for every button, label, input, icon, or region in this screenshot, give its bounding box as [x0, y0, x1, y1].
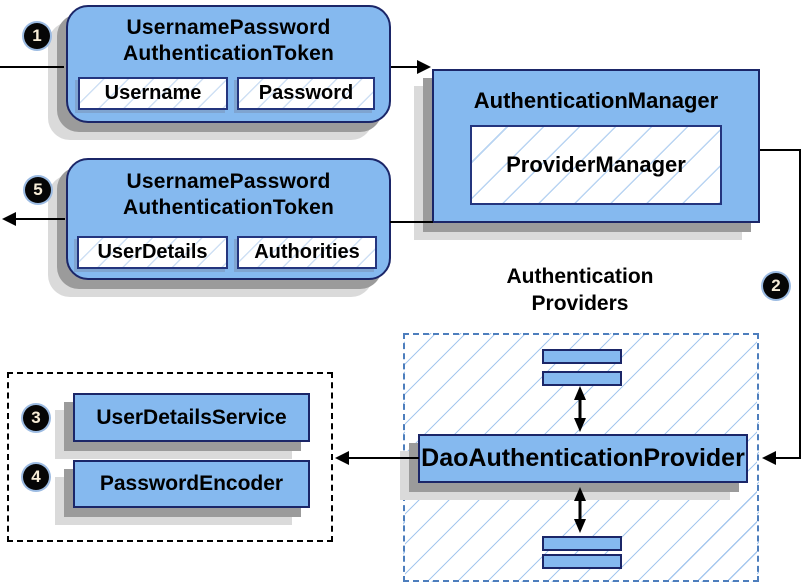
dao-authentication-provider-box: DaoAuthenticationProvider [418, 434, 748, 483]
provider-manager-box: ProviderManager [470, 125, 722, 205]
username-password-token-request-box: UsernamePassword AuthenticationToken Use… [66, 5, 391, 123]
password-field-box: Password [237, 77, 375, 110]
authentication-providers-label-line2: Providers [531, 292, 629, 315]
arrowhead-icon [2, 212, 16, 226]
step-badge-2-number: 2 [771, 276, 781, 295]
user-details-services-container [7, 372, 333, 542]
authentication-manager-label: AuthenticationManager [473, 88, 719, 113]
user-details-service-box: UserDetailsService [73, 393, 310, 442]
provider-stack-bar [542, 536, 622, 551]
token-result-title-line2: AuthenticationToken [122, 196, 335, 219]
dao-authentication-provider-label: DaoAuthenticationProvider [421, 444, 745, 472]
password-encoder-box: PasswordEncoder [73, 460, 310, 508]
provider-manager-label: ProviderManager [506, 152, 686, 177]
authentication-providers-label-line1: Authentication [506, 265, 654, 288]
provider-stack-bar [542, 349, 622, 364]
step-badge-1: 1 [24, 23, 50, 49]
step-badge-3: 3 [23, 405, 49, 431]
step-badge-2: 2 [763, 273, 789, 299]
provider-stack-bar [542, 371, 622, 386]
step-badge-1-number: 1 [32, 26, 42, 45]
flow-line-step2-loop [760, 149, 801, 459]
token-request-title-line2: AuthenticationToken [122, 42, 335, 65]
step-badge-5: 5 [25, 177, 51, 203]
username-field-label: Username [104, 82, 202, 104]
arrowhead-icon [762, 451, 776, 465]
user-details-service-label: UserDetailsService [96, 405, 287, 429]
username-field-box: Username [78, 77, 228, 110]
token-request-title-line1: UsernamePassword [126, 16, 331, 39]
password-encoder-label: PasswordEncoder [99, 472, 284, 495]
user-details-field-box: UserDetails [77, 236, 228, 269]
step-badge-4: 4 [23, 464, 49, 490]
arrowhead-icon [335, 451, 349, 465]
username-password-token-result-box: UsernamePassword AuthenticationToken Use… [66, 158, 391, 280]
step-badge-3-number: 3 [31, 408, 41, 427]
authorities-field-label: Authorities [254, 241, 360, 263]
token-request-title: UsernamePassword AuthenticationToken [68, 15, 389, 67]
user-details-field-label: UserDetails [97, 241, 208, 263]
authentication-providers-container: DaoAuthenticationProvider [403, 333, 759, 582]
arrowhead-icon [417, 60, 431, 74]
authentication-providers-label: Authentication Providers [430, 263, 730, 317]
password-field-label: Password [258, 82, 354, 104]
provider-stack-bar [542, 554, 622, 569]
authorities-field-box: Authorities [237, 236, 377, 269]
token-result-title-line1: UsernamePassword [126, 170, 331, 193]
step-badge-5-number: 5 [33, 180, 43, 199]
authentication-manager-box: AuthenticationManager ProviderManager [432, 69, 760, 223]
token-result-title: UsernamePassword AuthenticationToken [68, 169, 389, 221]
step-badge-4-number: 4 [31, 467, 41, 486]
